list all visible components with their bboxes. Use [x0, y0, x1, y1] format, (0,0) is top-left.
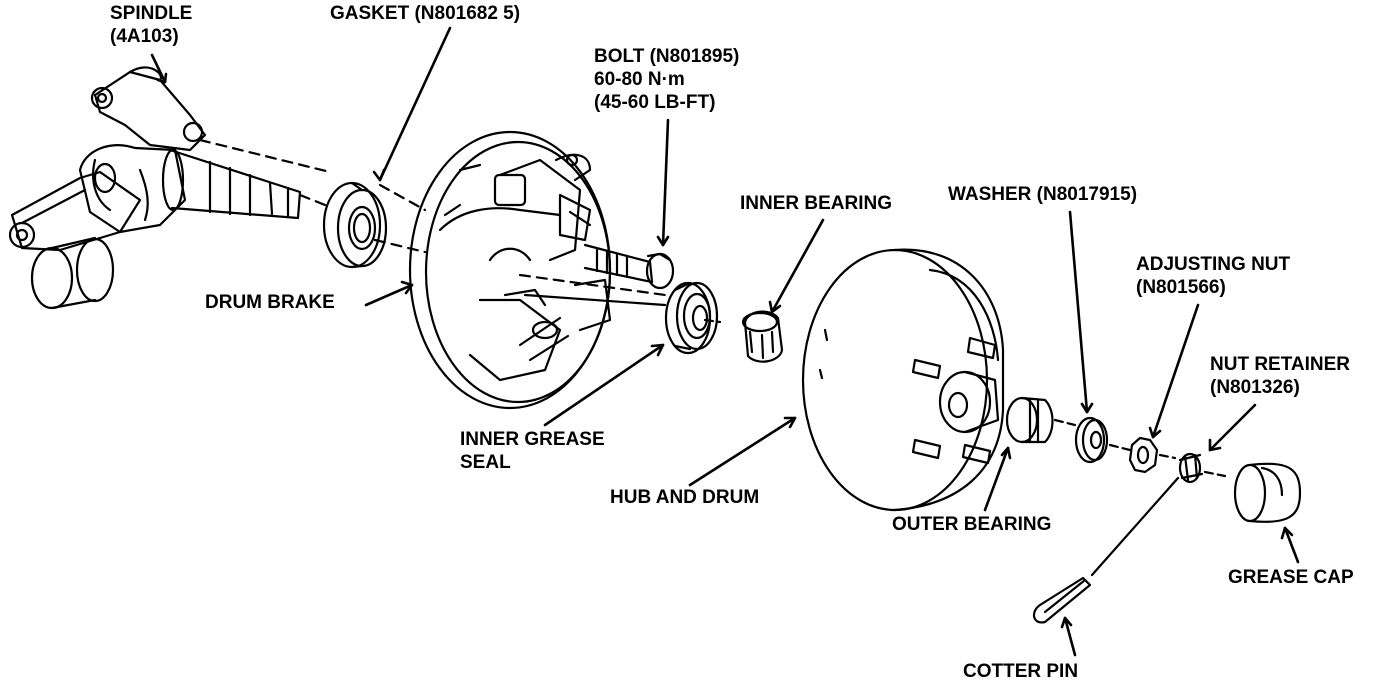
label-spindle: SPINDLE (4A103) — [110, 2, 192, 48]
label-inner-grease-seal: INNER GREASE SEAL — [460, 428, 605, 474]
drum-brake-part — [408, 130, 667, 410]
bolt-part — [583, 243, 675, 290]
label-nut-retainer: NUT RETAINER (N801326) — [1210, 353, 1350, 399]
label-adjusting-nut-line1: ADJUSTING NUT — [1136, 254, 1291, 275]
adjusting-nut-part — [1128, 436, 1177, 474]
label-inner-grease-seal-line1: INNER GREASE — [460, 429, 605, 450]
label-nut-retainer-line2: (N801326) — [1210, 377, 1300, 398]
label-adjusting-nut-line2: (N801566) — [1136, 277, 1226, 298]
gasket-part — [322, 181, 427, 269]
label-drum-brake: DRUM BRAKE — [205, 292, 335, 313]
label-bolt-line3: (45-60 LB-FT) — [594, 92, 716, 113]
leader-arrows — [150, 26, 1300, 657]
label-hub-and-drum: HUB AND DRUM — [610, 487, 760, 508]
nut-retainer-part — [1178, 452, 1227, 484]
label-bolt-line2: 60-80 N·m — [594, 69, 685, 90]
label-washer: WASHER (N8017915) — [948, 184, 1138, 205]
label-gasket: GASKET (N801682 5) — [330, 3, 521, 24]
hub-and-drum-part — [801, 248, 1005, 512]
label-adjusting-nut: ADJUSTING NUT (N801566) — [1136, 253, 1290, 299]
spindle-part — [8, 66, 332, 310]
grease-cap-part — [1233, 462, 1302, 523]
label-outer-bearing: OUTER BEARING — [892, 514, 1052, 535]
outer-bearing-part — [1005, 396, 1077, 444]
label-inner-bearing: INNER BEARING — [740, 193, 893, 214]
label-bolt-line1: BOLT (N801895) — [594, 46, 740, 67]
label-nut-retainer-line1: NUT RETAINER — [1210, 354, 1351, 375]
label-inner-grease-seal-line2: SEAL — [460, 452, 511, 473]
label-grease-cap: GREASE CAP — [1228, 567, 1354, 588]
inner-bearing-part — [741, 310, 784, 363]
inner-grease-seal-part — [664, 281, 722, 355]
label-bolt: BOLT (N801895) 60-80 N·m (45-60 LB-FT) — [594, 45, 739, 114]
label-spindle-line1: SPINDLE — [110, 3, 193, 24]
label-cotter-pin: COTTER PIN — [963, 661, 1079, 682]
washer-part — [1074, 416, 1132, 464]
cotter-pin-part — [1032, 476, 1180, 624]
label-spindle-line2: (4A103) — [110, 26, 179, 47]
